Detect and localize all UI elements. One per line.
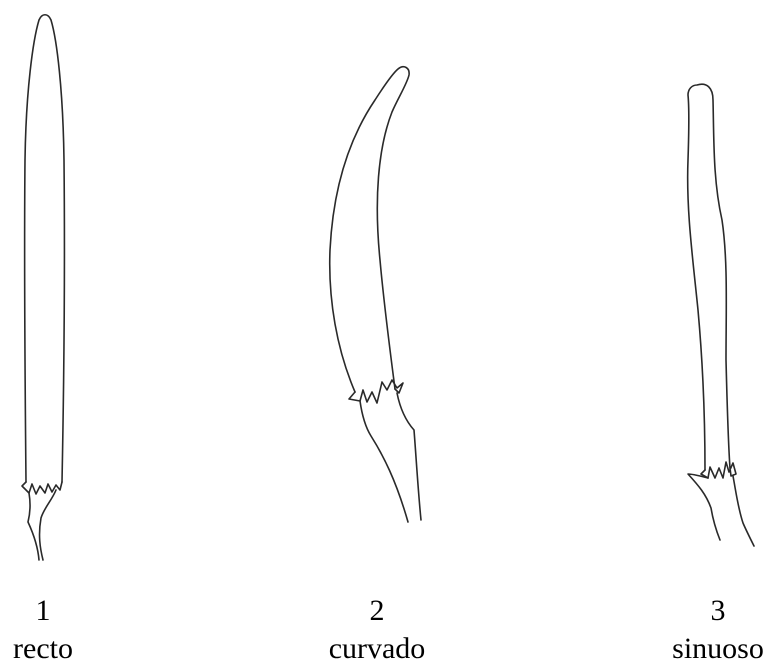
curved-leaf-drawing: [330, 67, 421, 522]
caption-3: 3 sinuoso: [648, 596, 763, 664]
figure-number: 1: [0, 596, 113, 626]
figure-number: 3: [648, 596, 763, 626]
caption-1: 1 recto: [0, 596, 113, 664]
sinuous-leaf-drawing: [688, 84, 754, 546]
curved-leaf-ligule: [349, 380, 403, 403]
curved-leaf-blade: [330, 67, 409, 392]
caption-2: 2 curvado: [307, 596, 447, 664]
leaf-drawings: [0, 0, 763, 580]
sinuous-leaf-sheath: [688, 474, 754, 546]
figure-number: 2: [307, 596, 447, 626]
straight-leaf-sheath: [28, 490, 56, 560]
curved-leaf-sheath: [360, 393, 421, 522]
sinuous-leaf-ligule: [701, 462, 736, 478]
sinuous-leaf-blade: [688, 84, 730, 470]
straight-leaf-blade: [25, 15, 65, 482]
straight-leaf-ligule: [22, 482, 62, 494]
straight-leaf-drawing: [22, 15, 64, 560]
